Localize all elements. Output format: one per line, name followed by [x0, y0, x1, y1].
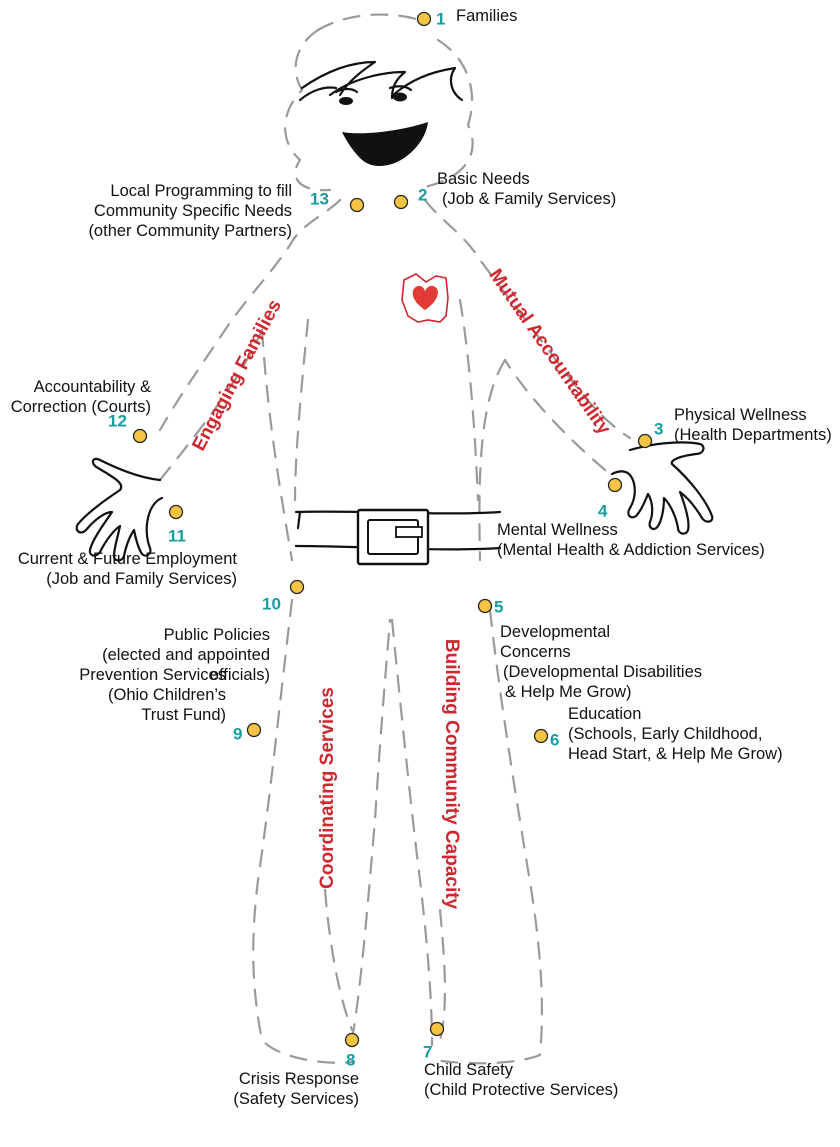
item-label-6: Education(Schools, Early Childhood,Head …	[568, 705, 783, 763]
theme-engaging-families: Engaging Families	[188, 296, 285, 454]
item-label-2: Basic Needs(Job & Family Services)	[437, 170, 616, 208]
item-label-11: Current & Future Employment(Job and Fami…	[18, 550, 238, 588]
theme-mutual-accountability: Mutual Accountability	[484, 265, 614, 439]
right-eyebrow-icon	[388, 85, 413, 92]
dot-7	[429, 1021, 445, 1037]
item-number-4: 4	[598, 501, 608, 520]
smile-mouth-icon	[342, 122, 428, 166]
dot-9	[246, 722, 262, 738]
dot-8	[344, 1032, 360, 1048]
right-hand	[610, 441, 714, 535]
belt	[294, 508, 502, 566]
item-label-12: Accountability &Correction (Courts)	[11, 378, 151, 416]
item-number-8: 8	[346, 1050, 355, 1069]
item-label-3: Physical Wellness(Health Departments)	[674, 406, 832, 444]
dot-11	[168, 504, 184, 520]
dot-10	[289, 579, 305, 595]
figure-outline	[158, 13, 632, 1065]
item-number-3: 3	[654, 419, 663, 438]
theme-coordinating-services: Coordinating Services	[317, 687, 338, 889]
dot-1	[416, 11, 432, 27]
connection-dots	[132, 11, 653, 1048]
dot-5	[477, 598, 493, 614]
item-number-10: 10	[262, 594, 281, 613]
left-hand	[75, 457, 164, 562]
dot-4	[607, 477, 623, 493]
dot-2	[393, 194, 409, 210]
item-number-12: 12	[108, 411, 127, 430]
dot-13	[349, 197, 365, 213]
right-eye-icon	[393, 92, 407, 102]
dot-12	[132, 428, 148, 444]
item-number-7: 7	[423, 1042, 432, 1061]
face	[334, 85, 428, 166]
item-number-13: 13	[310, 189, 329, 208]
heart-in-ohio-outline-icon	[401, 273, 449, 323]
item-number-5: 5	[494, 597, 503, 616]
item-number-1: 1	[436, 9, 445, 28]
item-label-7: Child Safety(Child Protective Services)	[424, 1061, 618, 1099]
item-label-8: Crisis Response(Safety Services)	[233, 1070, 359, 1108]
left-eye-icon	[339, 97, 353, 105]
dot-6	[533, 728, 549, 744]
item-number-9: 9	[233, 724, 242, 743]
item-label-4: Mental Wellness(Mental Health & Addictio…	[497, 521, 765, 559]
item-number-6: 6	[550, 730, 559, 749]
item-label-1: Families	[456, 7, 517, 25]
dot-3	[637, 433, 653, 449]
left-eyebrow-icon	[334, 87, 359, 94]
item-number-11: 11	[168, 526, 186, 545]
hair-strands	[298, 60, 464, 102]
theme-building-community-capacity: Building Community Capacity	[441, 639, 462, 910]
item-number-2: 2	[418, 185, 427, 204]
item-labels: 1 Families 2 Basic Needs(Job & Family Servi…	[11, 7, 832, 1108]
belt-buckle-icon	[356, 508, 430, 566]
